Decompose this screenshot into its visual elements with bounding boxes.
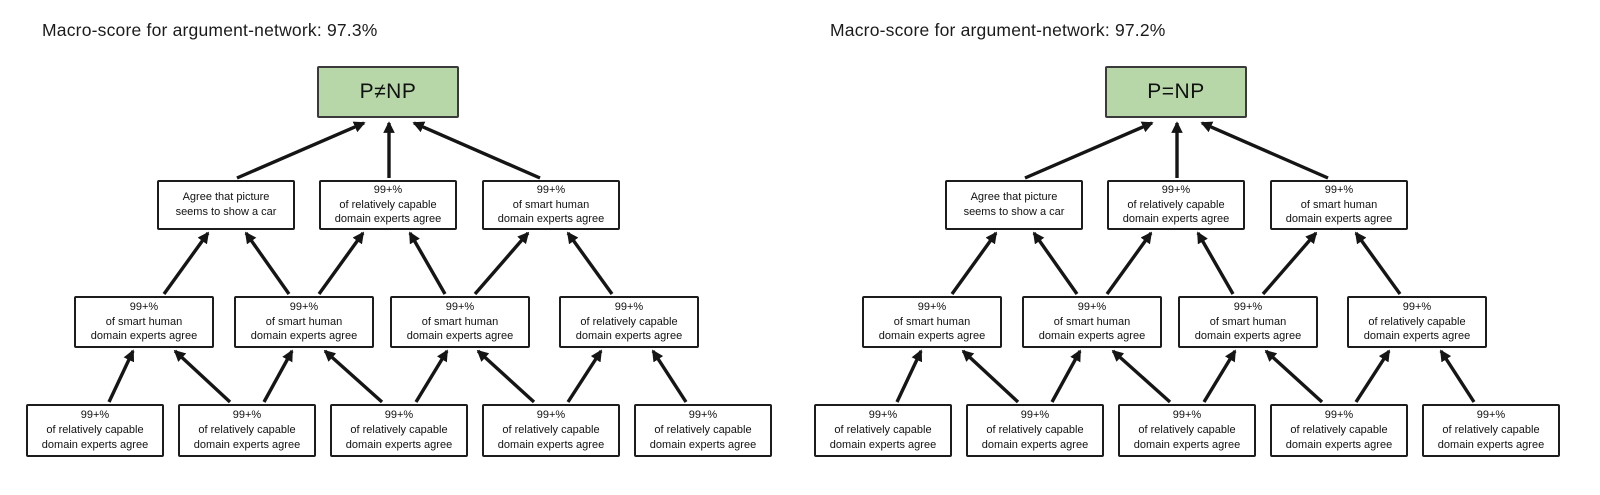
macro-score-title: Macro-score for argument-network: 97.3% (42, 20, 378, 40)
argument-node: 99+% of relatively capable domain expert… (26, 404, 164, 457)
argument-node: 99+% of relatively capable domain expert… (814, 404, 952, 457)
argument-node: 99+% of relatively capable domain expert… (1270, 404, 1408, 457)
argument-node: 99+% of relatively capable domain expert… (482, 404, 620, 457)
argument-node: 99+% of relatively capable domain expert… (330, 404, 468, 457)
macro-score-title: Macro-score for argument-network: 97.2% (830, 20, 1166, 40)
argument-node: 99+% of relatively capable domain expert… (1422, 404, 1560, 457)
argument-node: 99+% of relatively capable domain expert… (966, 404, 1104, 457)
argument-node: 99+% of smart human domain experts agree (862, 296, 1002, 348)
argument-node: 99+% of smart human domain experts agree (1178, 296, 1318, 348)
argument-node: 99+% of relatively capable domain expert… (319, 180, 457, 230)
diagram-p-eq-np: Macro-score for argument-network: 97.2% … (800, 0, 1575, 495)
argument-node: 99+% of relatively capable domain expert… (1347, 296, 1487, 348)
diagram-p-neq-np: Macro-score for argument-network: 97.3% … (12, 0, 787, 495)
argument-node: 99+% of relatively capable domain expert… (178, 404, 316, 457)
argument-node: Agree that picture seems to show a car (157, 180, 295, 230)
root-claim-node: P≠NP (317, 66, 459, 118)
argument-node: 99+% of smart human domain experts agree (1022, 296, 1162, 348)
argument-node: 99+% of smart human domain experts agree (390, 296, 530, 348)
argument-node: 99+% of relatively capable domain expert… (1107, 180, 1245, 230)
argument-node: 99+% of smart human domain experts agree (482, 180, 620, 230)
argument-node: 99+% of relatively capable domain expert… (559, 296, 699, 348)
argument-node: 99+% of relatively capable domain expert… (1118, 404, 1256, 457)
argument-node: 99+% of smart human domain experts agree (1270, 180, 1408, 230)
argument-node: Agree that picture seems to show a car (945, 180, 1083, 230)
root-claim-node: P=NP (1105, 66, 1247, 118)
argument-node: 99+% of relatively capable domain expert… (634, 404, 772, 457)
argument-node: 99+% of smart human domain experts agree (234, 296, 374, 348)
argument-node: 99+% of smart human domain experts agree (74, 296, 214, 348)
